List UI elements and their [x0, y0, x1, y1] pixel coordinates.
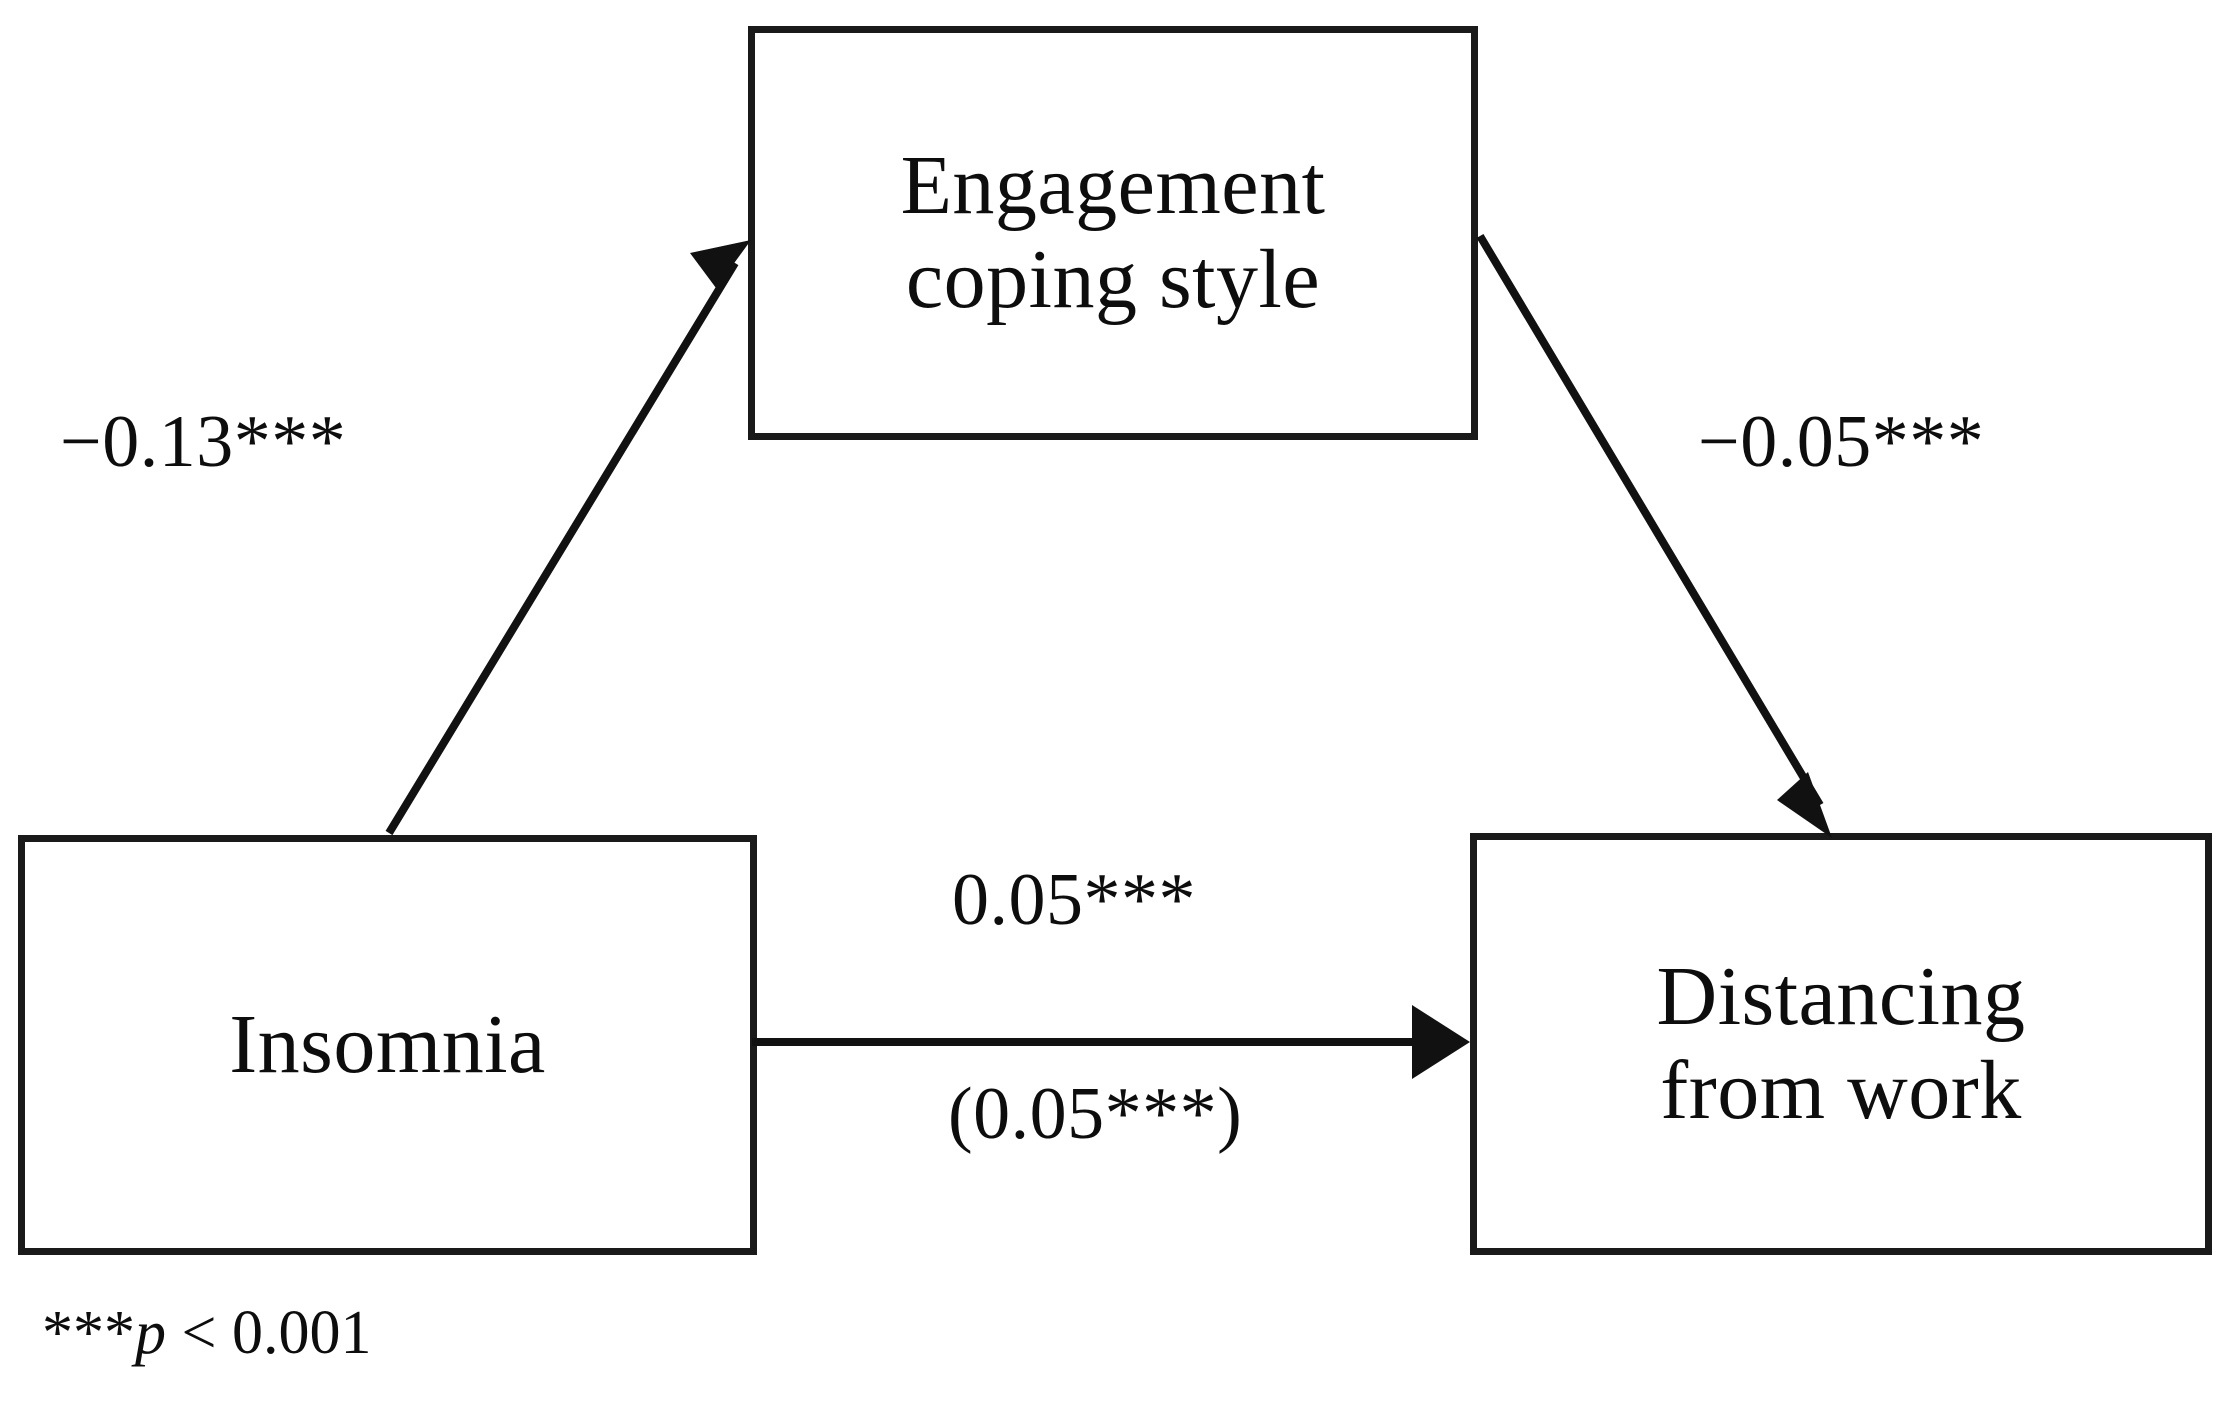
coefficient-label-a-path: −0.13***: [60, 401, 347, 483]
path-c-arrowhead: [1412, 1005, 1470, 1079]
path-b-arrowhead: [1777, 772, 1832, 838]
footnote-stars: ***: [42, 1299, 135, 1367]
node-box-engagement-coping-style: [748, 26, 1478, 440]
path-a-line: [385, 260, 739, 836]
node-box-distancing-from-work: [1470, 833, 2212, 1255]
coefficient-label-b-path: −0.05***: [1698, 401, 1985, 483]
footnote-threshold: < 0.001: [166, 1299, 372, 1367]
node-box-insomnia: [18, 835, 757, 1255]
significance-footnote: ***p < 0.001: [42, 1298, 371, 1369]
path-b-line: [1476, 233, 1824, 808]
coefficient-label-c-direct: 0.05***: [952, 859, 1196, 941]
coefficient-label-c-total: (0.05***): [948, 1073, 1243, 1155]
footnote-p-symbol: p: [135, 1299, 166, 1367]
path-b-mediator-to-outcome: [1476, 233, 1832, 838]
path-a-insomnia-to-mediator: [385, 240, 751, 836]
path-a-arrowhead: [690, 240, 751, 288]
path-c-insomnia-to-outcome-direct: [752, 1005, 1470, 1079]
